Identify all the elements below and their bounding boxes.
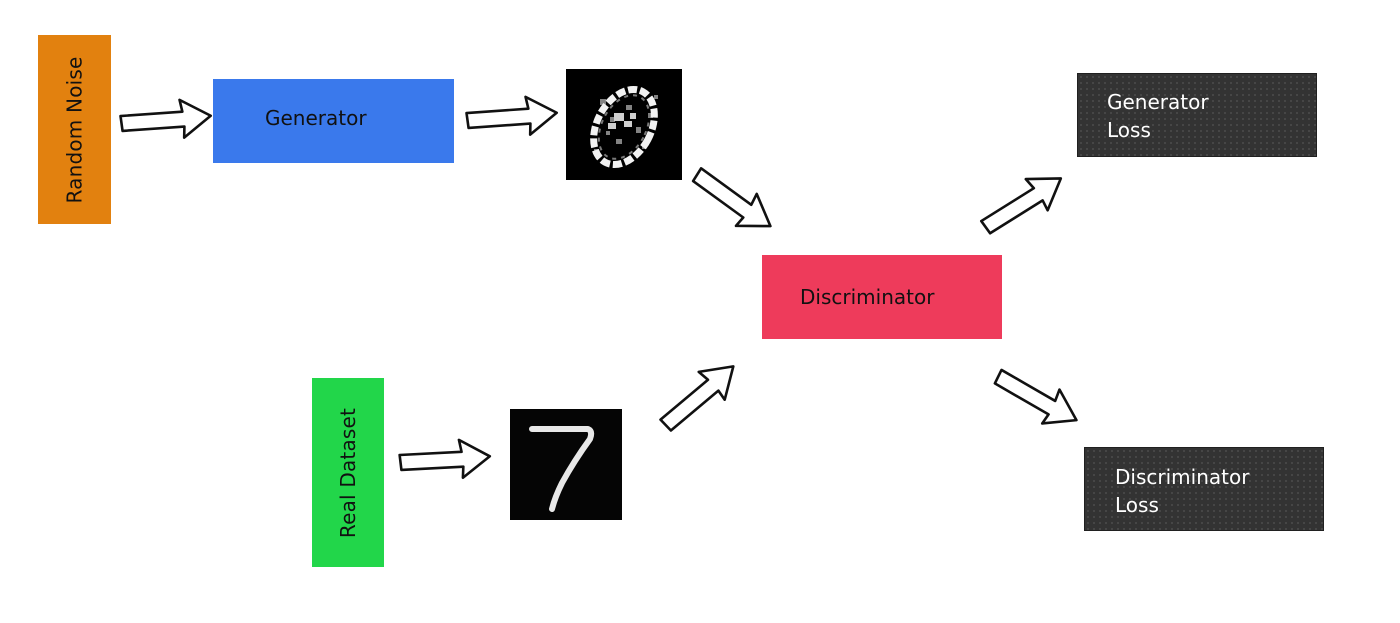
arrow-real-to-sample [398,438,492,480]
arrow-sample-to-discriminator [691,167,772,228]
arrow-generator-to-sample [465,95,559,136]
generator-loss-line1: Generator [1107,90,1209,114]
generator-loss-line2: Loss [1107,118,1151,142]
real-dataset-node: Real Dataset [312,378,384,567]
generated-digit-zero-graphic [566,69,682,180]
discriminator-loss-line1: Discriminator [1115,465,1250,489]
generator-loss-node: Generator Loss [1077,73,1317,157]
generator-label: Generator [265,106,367,130]
arrow-real-sample-to-discriminator [659,365,735,432]
discriminator-loss-line2: Loss [1115,493,1159,517]
real-digit-seven-graphic [510,409,622,520]
discriminator-label: Discriminator [800,285,935,309]
random-noise-node: Random Noise [38,35,111,224]
arrow-noise-to-generator [119,98,213,139]
arrow-discriminator-to-generator-loss [979,177,1063,235]
generated-sample-image [566,69,682,180]
discriminator-loss-node: Discriminator Loss [1084,447,1324,531]
arrow-discriminator-to-discriminator-loss [993,368,1078,425]
generator-node: Generator [213,79,454,163]
discriminator-node: Discriminator [762,255,1002,339]
real-sample-image [510,409,622,520]
